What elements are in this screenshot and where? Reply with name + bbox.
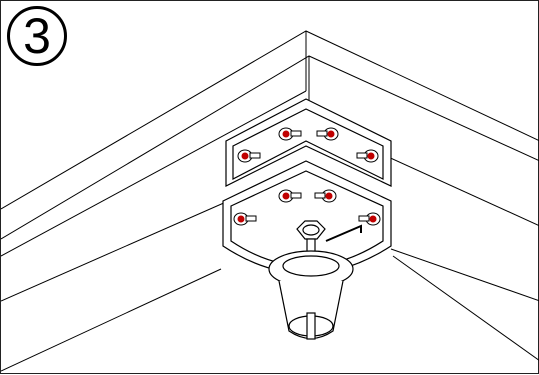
upper-bracket bbox=[225, 98, 392, 187]
screw bbox=[278, 127, 302, 141]
screw bbox=[316, 127, 339, 141]
screw bbox=[314, 189, 337, 203]
screw bbox=[233, 212, 257, 226]
screw bbox=[358, 212, 381, 226]
step-number: 3 bbox=[23, 8, 51, 64]
step-number-badge: 3 bbox=[7, 6, 67, 66]
upper-screws bbox=[237, 127, 379, 163]
adjustable-foot bbox=[268, 250, 354, 340]
screw bbox=[237, 149, 261, 163]
hex-key-icon bbox=[325, 224, 362, 242]
screw bbox=[278, 189, 302, 203]
lower-screws bbox=[233, 189, 381, 226]
screw bbox=[356, 149, 379, 163]
